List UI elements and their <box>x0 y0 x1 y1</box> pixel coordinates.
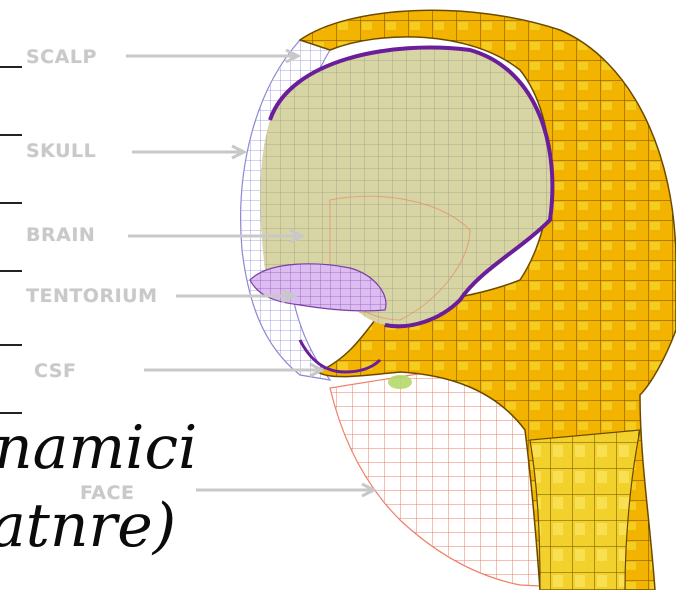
margin-tick <box>0 270 22 272</box>
margin-tick <box>0 202 22 204</box>
label-skull: SKULL <box>26 140 96 162</box>
neck-mesh <box>530 430 640 590</box>
margin-tick <box>0 344 22 346</box>
handwritten-line-1: namici <box>0 418 197 478</box>
label-brain: BRAIN <box>26 224 95 246</box>
margin-tick <box>0 134 22 136</box>
brainstem-nub <box>388 375 412 389</box>
margin-tick <box>0 66 22 68</box>
label-csf: CSF <box>34 360 76 382</box>
label-tentorium: TENTORIUM <box>26 285 158 307</box>
handwritten-line-2: atnre) <box>0 496 176 556</box>
label-scalp: SCALP <box>26 46 97 68</box>
